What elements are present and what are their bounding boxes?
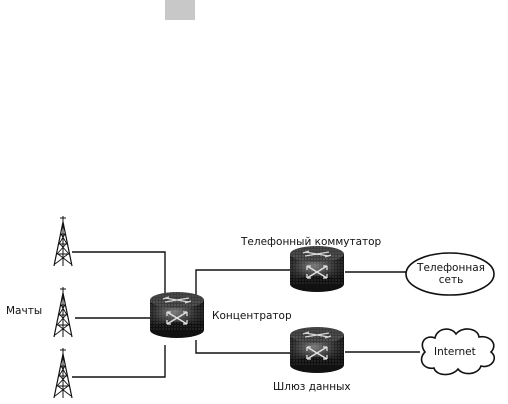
concentrator-label: Концентратор — [212, 310, 292, 322]
link-concentrator-switch — [195, 269, 290, 300]
link-mast3-concentrator — [72, 345, 166, 378]
cloud-icon — [420, 328, 496, 376]
gateway-icon — [289, 326, 345, 374]
masts-label: Мачты — [6, 305, 43, 317]
gray-marker — [165, 0, 195, 20]
telephone-switch-label: Телефонный коммутатор — [241, 236, 382, 248]
telephone-network-label-line2: сеть — [438, 274, 464, 287]
connections — [72, 251, 420, 378]
radio-tower-icon — [53, 215, 73, 267]
radio-tower-icon — [53, 347, 73, 399]
link-concentrator-gateway — [195, 340, 290, 354]
link-mast1-concentrator — [72, 251, 166, 295]
telephone-network-ellipse — [405, 252, 495, 296]
telephone-network-label-line1: Телефонная — [417, 262, 485, 274]
switch-icon — [289, 245, 345, 293]
internet-label: Internet — [434, 346, 476, 358]
radio-tower-icon — [53, 286, 73, 338]
router-icon — [149, 291, 205, 339]
telephone-network-label: Телефонная сеть — [410, 262, 492, 286]
data-gateway-label: Шлюз данных — [273, 381, 351, 393]
